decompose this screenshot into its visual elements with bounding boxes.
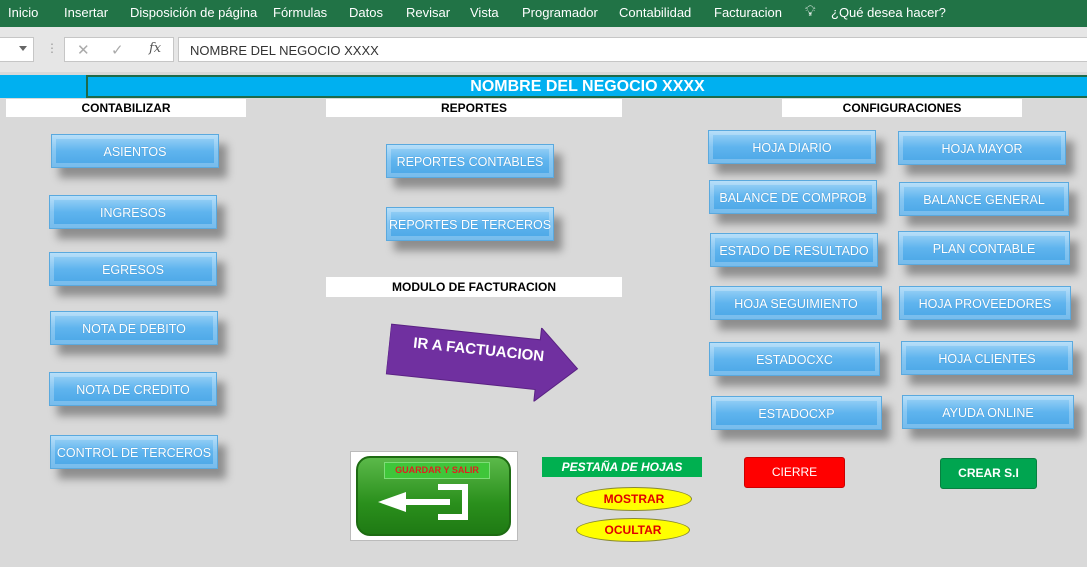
lightbulb-icon: 💡︎ — [805, 3, 816, 20]
hoja-diario-button[interactable]: HOJA DIARIO — [708, 130, 876, 164]
header-reportes: REPORTES — [326, 99, 622, 117]
estadocxp-button[interactable]: ESTADOCXP — [711, 396, 882, 430]
check-icon[interactable]: ✓ — [111, 42, 124, 59]
formula-buttons: ✕ ✓ fx — [64, 37, 174, 62]
mostrar-button[interactable]: MOSTRAR — [576, 487, 692, 511]
exit-arrow-icon — [378, 484, 468, 520]
tab-vista[interactable]: Vista — [470, 5, 499, 20]
reportes-terceros-button[interactable]: REPORTES DE TERCEROS — [386, 207, 554, 241]
reportes-contables-button[interactable]: REPORTES CONTABLES — [386, 144, 554, 178]
hoja-mayor-button[interactable]: HOJA MAYOR — [898, 131, 1066, 165]
ocultar-button[interactable]: OCULTAR — [576, 518, 690, 542]
nota-credito-button[interactable]: NOTA DE CREDITO — [49, 372, 217, 406]
header-modulo-facturacion: MODULO DE FACTURACION — [326, 277, 622, 297]
hoja-clientes-button[interactable]: HOJA CLIENTES — [901, 341, 1073, 375]
tab-disposicion[interactable]: Disposición de página — [130, 5, 258, 20]
crear-si-button[interactable]: CREAR S.I — [940, 458, 1037, 489]
pestana-hojas-label: PESTAÑA DE HOJAS — [542, 457, 702, 477]
formula-bar: ⋮ ✕ ✓ fx NOMBRE DEL NEGOCIO XXXX — [0, 27, 1087, 72]
title-bar-bg — [0, 75, 1087, 98]
ir-a-facturacion-button[interactable]: IR A FACTUACION — [385, 312, 584, 406]
grip-icon: ⋮ — [46, 41, 58, 55]
estadocxc-button[interactable]: ESTADOCXC — [709, 342, 880, 376]
fx-icon[interactable]: fx — [149, 41, 162, 56]
cancel-icon[interactable]: ✕ — [77, 42, 90, 59]
tab-programador[interactable]: Programador — [522, 5, 598, 20]
tell-me-search[interactable]: ¿Qué desea hacer? — [831, 5, 946, 20]
tab-insertar[interactable]: Insertar — [64, 5, 109, 20]
tab-revisar[interactable]: Revisar — [406, 5, 451, 20]
name-box[interactable] — [0, 37, 34, 62]
ayuda-online-button[interactable]: AYUDA ONLINE — [902, 395, 1074, 429]
asientos-button[interactable]: ASIENTOS — [51, 134, 219, 168]
ingresos-button[interactable]: INGRESOS — [49, 195, 217, 229]
guardar-face: GUARDAR Y SALIR — [356, 456, 511, 536]
hoja-seguimiento-button[interactable]: HOJA SEGUIMIENTO — [710, 286, 882, 320]
tab-formulas[interactable]: Fórmulas — [273, 5, 328, 20]
balance-comprob-button[interactable]: BALANCE DE COMPROB — [709, 180, 877, 214]
formula-input[interactable]: NOMBRE DEL NEGOCIO XXXX — [178, 37, 1087, 62]
chevron-down-icon[interactable] — [19, 46, 27, 55]
tab-contabilidad[interactable]: Contabilidad — [619, 5, 692, 20]
tab-facturacion[interactable]: Facturacion — [714, 5, 782, 20]
tab-datos[interactable]: Datos — [349, 5, 383, 20]
tab-inicio[interactable]: Inicio — [8, 5, 39, 20]
nota-debito-button[interactable]: NOTA DE DEBITO — [50, 311, 218, 345]
guardar-label: GUARDAR Y SALIR — [384, 462, 490, 479]
plan-contable-button[interactable]: PLAN CONTABLE — [898, 231, 1070, 265]
control-terceros-button[interactable]: CONTROL DE TERCEROS — [50, 435, 218, 469]
guardar-y-salir-button[interactable]: GUARDAR Y SALIR — [350, 451, 518, 541]
hoja-proveedores-button[interactable]: HOJA PROVEEDORES — [899, 286, 1071, 320]
arrow-icon — [385, 323, 579, 403]
balance-general-button[interactable]: BALANCE GENERAL — [899, 182, 1069, 216]
header-contabilizar: CONTABILIZAR — [6, 99, 246, 117]
business-title: NOMBRE DEL NEGOCIO XXXX — [86, 75, 1087, 98]
cierre-button[interactable]: CIERRE — [744, 457, 845, 488]
header-configuraciones: CONFIGURACIONES — [782, 99, 1022, 117]
egresos-button[interactable]: EGRESOS — [49, 252, 217, 286]
estado-resultado-button[interactable]: ESTADO DE RESULTADO — [710, 233, 878, 267]
ribbon: Inicio Insertar Disposición de página Fó… — [0, 0, 1087, 27]
